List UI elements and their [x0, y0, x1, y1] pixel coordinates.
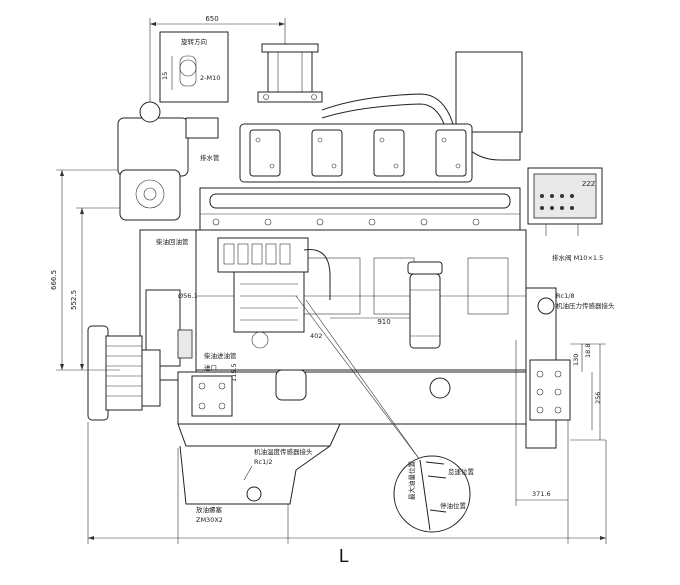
fuel-injection-pump: 402: [217, 237, 331, 349]
flywheel-housing: 排水阀 M10×1.5 机油压力传感器接头 Rc1/8: [525, 253, 615, 449]
inlet-label: 进口: [204, 364, 217, 372]
top-exhaust: [257, 43, 323, 103]
dim-right-b: 130: [572, 354, 580, 366]
exhaust-manifold: [239, 123, 473, 183]
oil-temp-label: 机油温度传感器接头: [254, 447, 313, 456]
dim-mid-width: 910: [377, 318, 390, 326]
cylinder-head: [199, 187, 521, 231]
fuel-return-label: 柴油回油管: [156, 237, 189, 246]
rotation-direction-label: 旋转方向: [181, 37, 207, 46]
oil-filter: [407, 261, 443, 349]
dim-small-a: 115.5: [230, 363, 238, 382]
panel-readout: ZZZ: [582, 180, 596, 188]
oil-temp-thread: Rc1/2: [254, 458, 273, 466]
dim-top-width: 650: [205, 15, 218, 23]
total-length-label: L: [339, 546, 349, 566]
drain-plug-spec: ZM30X2: [196, 516, 223, 524]
oil-pressure-label: 机油压力传感器接头: [556, 301, 615, 310]
idle-position-label: 怠速位置: [448, 467, 475, 476]
dim-left-outer: 666.5: [50, 270, 58, 290]
hole-label: Ø56.1: [178, 292, 198, 300]
dim-right-c: 256: [594, 392, 602, 404]
turbo-housing: [321, 51, 523, 161]
exhaust-outlet-label: 排水管: [200, 153, 220, 162]
stop-position-label: 停油位置: [440, 501, 467, 510]
rotation-detail-box: 旋转方向 15 2-M10: [159, 31, 229, 103]
max-speed-label: 最大油量位置: [407, 461, 416, 501]
water-pump-housing: 排水管: [117, 101, 220, 221]
crank-pulley: [87, 325, 161, 421]
oil-pressure-thread: Rc1/8: [556, 292, 575, 300]
drain-plug-label: 放油螺塞: [196, 505, 223, 514]
box-dim-15: 15: [161, 72, 169, 80]
throttle-detail: 怠速位置 停油位置 最大油量位置: [295, 295, 475, 533]
instrument-panel: ZZZ: [527, 167, 603, 236]
bottom-length-dimension: L: [87, 422, 607, 566]
dim-left-inner: 552.5: [70, 290, 78, 310]
bolt-dim: 402: [310, 332, 322, 340]
water-pipe-label: 排水阀 M10×1.5: [552, 253, 603, 262]
oil-pan: 放油螺塞 ZM30X2 机油温度传感器接头 Rc1/2: [177, 369, 535, 524]
right-dimensions: 18.8 130 256 371.6: [515, 340, 606, 506]
box-bolt-label: 2-M10: [200, 74, 220, 82]
left-dimensions: 666.5 552.5 115.5: [50, 169, 238, 382]
fuel-inlet-label: 柴油进油管: [204, 351, 237, 360]
dim-bottom-right: 371.6: [532, 490, 551, 498]
dim-right-a: 18.8: [584, 344, 592, 358]
